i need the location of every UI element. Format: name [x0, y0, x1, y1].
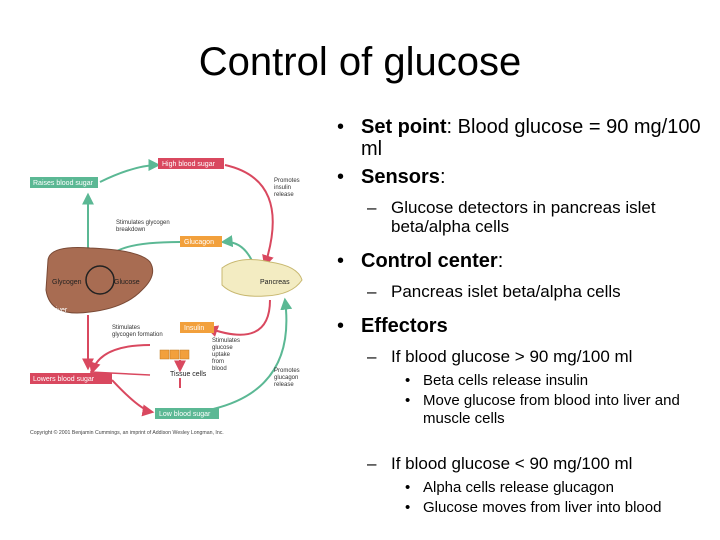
- insulin-box: [180, 322, 214, 333]
- stim-breakdown-label: Stimulates glycogen: [116, 220, 170, 226]
- bullet-effectors: •Effectors: [337, 315, 448, 337]
- promotes-insulin-label: release: [274, 192, 294, 198]
- tissue-link: [89, 371, 151, 376]
- sensors-detail: Glucose detectors in pancreas islet beta…: [391, 198, 656, 236]
- sub-bullet-high: –If blood glucose > 90 mg/100 ml: [367, 347, 633, 366]
- raises-blood-sugar-box: [30, 177, 98, 188]
- high-item-text: Move glucose from blood into liver and m…: [423, 392, 680, 427]
- raises-blood-sugar-label: Raises blood sugar: [33, 180, 94, 187]
- stim-uptake-label: glucose: [212, 345, 233, 351]
- bullet-list: •Set point: Blood glucose = 90 mg/100 ml…: [335, 116, 715, 519]
- tissue-cells-label: Tissue cells: [170, 371, 207, 378]
- stim-formation-label: glycogen formation: [112, 332, 163, 338]
- effectors-label: Effectors: [361, 315, 448, 337]
- sub-bullet-low: –If blood glucose < 90 mg/100 ml: [367, 454, 633, 473]
- control-detail: Pancreas islet beta/alpha cells: [391, 282, 621, 301]
- lowers-to-low-arrow: [111, 379, 155, 417]
- stim-uptake-label: uptake: [212, 352, 231, 358]
- stim-uptake-label: from: [212, 359, 224, 365]
- set-point-label: Set point: [361, 116, 447, 138]
- tissue-cells-icon: [159, 349, 190, 360]
- pancreas-to-insulin-arrow: [205, 299, 271, 337]
- liver-label: Liver: [52, 307, 68, 314]
- promotes-glucagon-label: glucagon: [274, 375, 298, 381]
- copyright-text: Copyright © 2001 Benjamin Cummings, an i…: [30, 429, 224, 436]
- glucose-label: Glucose: [114, 279, 140, 286]
- high-case-text: If blood glucose > 90 mg/100 ml: [391, 347, 633, 366]
- high-item: •Move glucose from blood into liver and …: [405, 392, 680, 427]
- bullet-sensors: •Sensors:: [337, 166, 446, 188]
- promotes-glucagon-label: release: [274, 382, 294, 388]
- stim-uptake-label: blood: [212, 366, 227, 372]
- low-item: •Alpha cells release glucagon: [405, 479, 614, 496]
- low-blood-sugar-label: Low blood sugar: [159, 411, 211, 418]
- low-item-text: Glucose moves from liver into blood: [423, 499, 662, 516]
- promotes-glucagon-label: Promotes: [274, 368, 300, 374]
- lowers-blood-sugar-label: Lowers blood sugar: [33, 376, 95, 383]
- glycogen-glucose-cycle-icon: [85, 265, 115, 295]
- low-blood-sugar-box: [155, 408, 219, 419]
- glucagon-label: Glucagon: [184, 239, 214, 246]
- high-to-pancreas-arrow: [224, 164, 274, 268]
- sub-bullet-control: –Pancreas islet beta/alpha cells: [367, 282, 621, 301]
- insulin-to-liver-arrow: [88, 344, 151, 375]
- high-blood-sugar-box: [158, 158, 224, 169]
- lowers-blood-sugar-box: [30, 373, 112, 384]
- sub-bullet-sensors: –Glucose detectors in pancreas islet bet…: [367, 198, 656, 236]
- low-item: •Glucose moves from liver into blood: [405, 499, 662, 516]
- stim-uptake-label: Stimulates: [212, 338, 240, 344]
- promotes-insulin-label: insulin: [274, 185, 291, 191]
- bullet-control-center: •Control center:: [337, 250, 504, 272]
- control-center-label: Control center: [361, 250, 498, 272]
- liver-shape: [45, 247, 154, 314]
- raises-to-high-arrow: [99, 159, 161, 183]
- control-colon: :: [497, 250, 504, 272]
- high-item-text: Beta cells release insulin: [423, 372, 589, 389]
- pancreas-label: Pancreas: [260, 279, 290, 286]
- stim-breakdown-label: breakdown: [116, 227, 145, 233]
- bullet-set-point: •Set point: Blood glucose = 90 mg/100 ml: [337, 116, 701, 160]
- slide-title: Control of glucose: [198, 40, 522, 84]
- insulin-label: Insulin: [184, 325, 204, 332]
- high-item: •Beta cells release insulin: [405, 372, 589, 389]
- glucagon-box: [180, 236, 222, 247]
- high-blood-sugar-label: High blood sugar: [162, 161, 216, 168]
- promotes-insulin-label: Promotes: [274, 178, 300, 184]
- glycogen-label: Glycogen: [52, 279, 82, 286]
- stim-formation-label: Stimulates: [112, 325, 140, 331]
- sensors-label: Sensors: [361, 166, 440, 188]
- set-point-text: : Blood glucose = 90 mg/100 ml: [361, 116, 701, 160]
- low-case-text: If blood glucose < 90 mg/100 ml: [391, 454, 633, 473]
- pancreas-shape: [221, 259, 303, 297]
- low-item-text: Alpha cells release glucagon: [423, 479, 614, 496]
- glucose-homeostasis-diagram: Glycogen Glucose Liver Pancreas Raises b…: [30, 158, 303, 436]
- sensors-colon: :: [439, 166, 446, 188]
